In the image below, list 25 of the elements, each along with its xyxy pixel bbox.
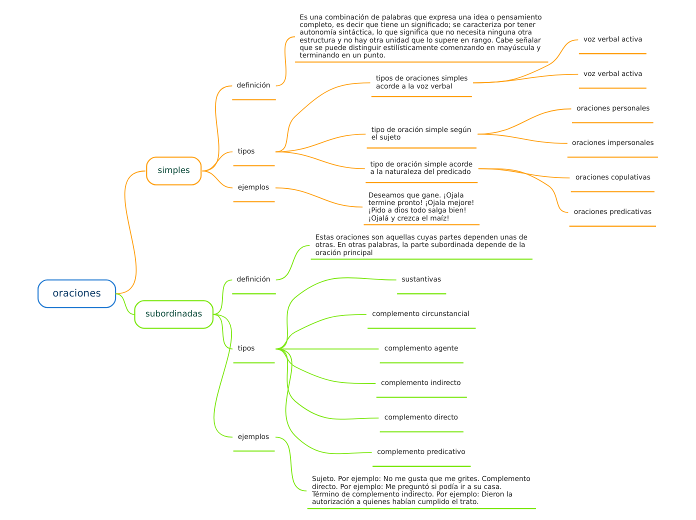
connector <box>275 187 364 208</box>
connector <box>275 314 367 350</box>
connector <box>275 436 308 492</box>
connector <box>275 82 371 152</box>
connector <box>115 170 146 294</box>
connector <box>275 348 376 384</box>
connector <box>115 293 136 315</box>
connector <box>212 279 233 315</box>
node-box: oraciones <box>38 279 116 308</box>
connector <box>275 36 296 86</box>
connector <box>275 151 366 170</box>
node-box: subordinadas <box>134 300 214 329</box>
node-box: simples <box>146 156 202 186</box>
connector <box>478 168 569 213</box>
connector <box>212 314 233 438</box>
connector <box>212 314 233 350</box>
connector <box>472 39 579 84</box>
connector <box>275 348 380 420</box>
connector <box>472 74 579 84</box>
connector <box>477 108 572 135</box>
connector <box>477 134 568 144</box>
connector <box>275 348 372 454</box>
connector <box>275 244 310 280</box>
connector <box>275 277 397 350</box>
connector <box>202 170 233 188</box>
